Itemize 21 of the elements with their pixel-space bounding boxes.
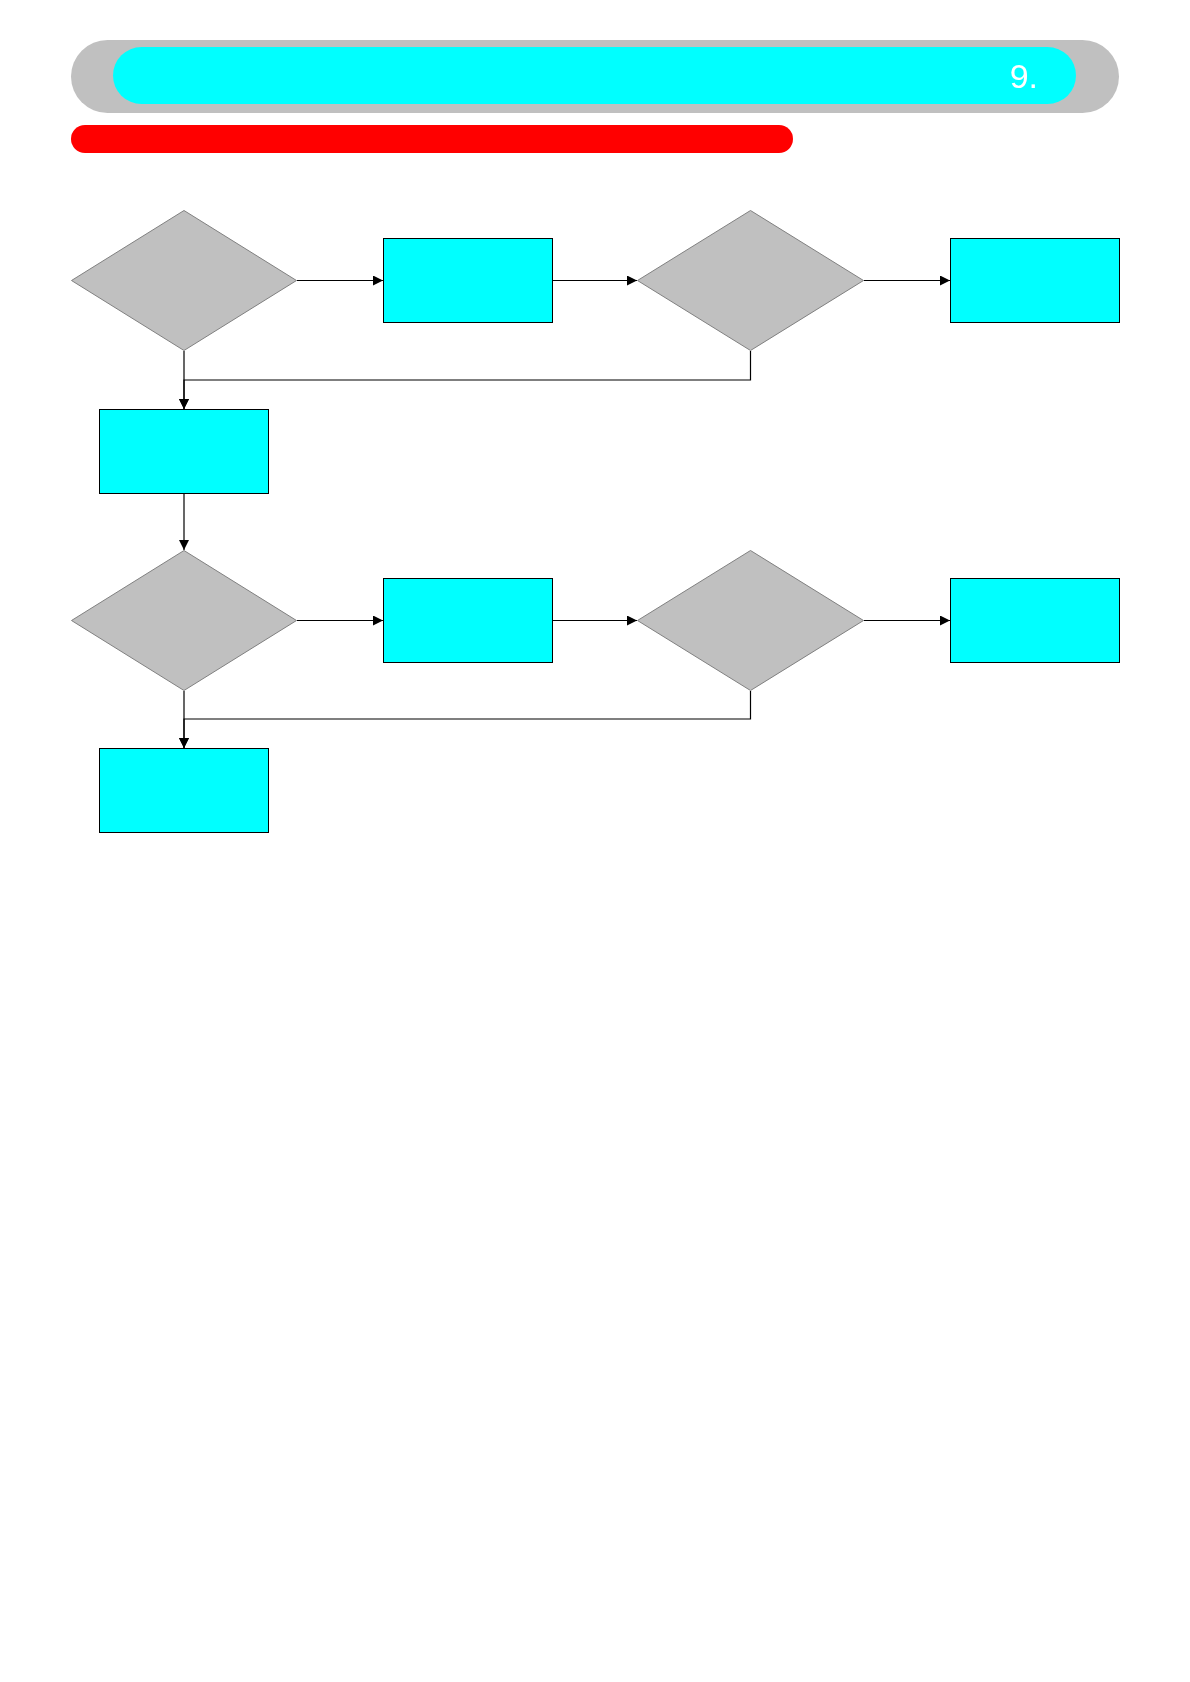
decision-diamond	[637, 210, 864, 351]
page-number: 9.	[1009, 58, 1038, 93]
process-box	[950, 578, 1120, 663]
arrow	[296, 275, 384, 286]
process-box	[99, 748, 269, 833]
arrow	[863, 275, 951, 286]
arrow	[552, 615, 638, 626]
decision-diamond	[637, 550, 864, 691]
process-box	[383, 578, 553, 663]
process-box	[99, 409, 269, 494]
arrow	[179, 493, 189, 551]
arrow	[179, 350, 752, 410]
arrow	[863, 615, 951, 626]
decision-diamond	[71, 210, 297, 351]
arrow	[296, 615, 384, 626]
section-bar	[71, 125, 793, 153]
arrow	[552, 275, 638, 286]
process-box	[383, 238, 553, 323]
decision-diamond	[71, 550, 297, 691]
process-box	[950, 238, 1120, 323]
arrow	[179, 690, 752, 749]
